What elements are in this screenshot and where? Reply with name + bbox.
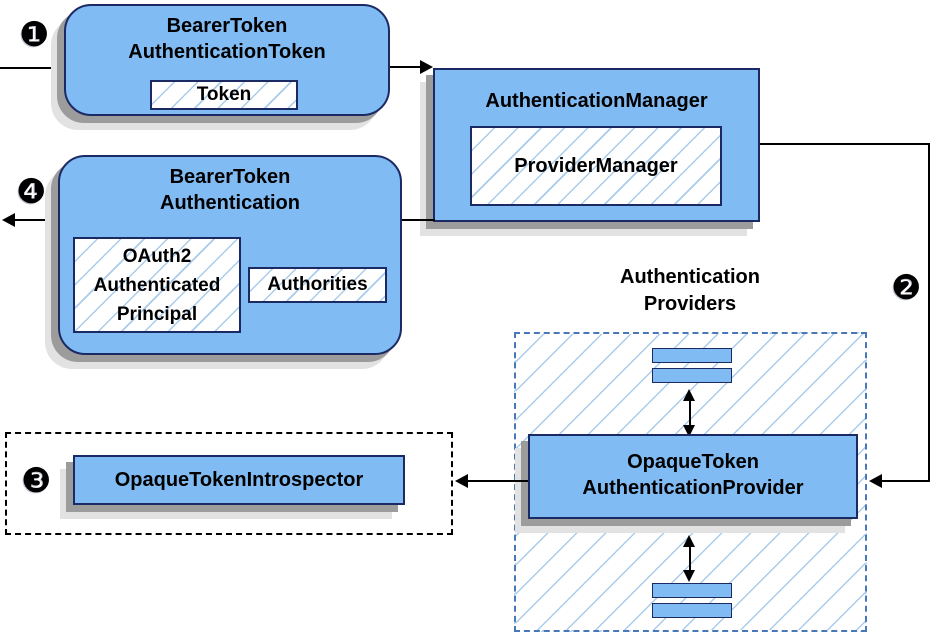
entry-connector-line (0, 67, 64, 69)
node-title-line: OpaqueToken (627, 451, 759, 473)
label-line: Providers (643, 293, 737, 315)
inner-box-label: ProviderManager (514, 155, 678, 177)
inner-box-label-line: Authenticated (93, 274, 221, 296)
step-3-badge: ❸ (21, 461, 52, 501)
node-title-line: AuthenticationManager (485, 90, 708, 112)
node-title-line: OpaqueTokenIntrospector (114, 469, 364, 491)
inner-box-label-line: Principal (116, 303, 198, 325)
step-2-badge: ❷ (891, 268, 922, 308)
connector-manager-to-provider-segment-bottom (882, 480, 930, 482)
step-4-badge: ❹ (16, 172, 47, 212)
connector-authentication-out-line (13, 219, 58, 221)
provider-placeholder-rect (652, 348, 732, 363)
connector-manager-to-provider-segment-vertical (928, 143, 930, 482)
node-title-line: BearerToken (169, 166, 291, 188)
connector-token-to-manager-line (390, 66, 422, 68)
connector-manager-to-authentication-line (402, 219, 435, 221)
inner-box-provider-manager: ProviderManager (470, 126, 722, 206)
inner-box-oauth2-authenticated-principal: OAuth2 Authenticated Principal (73, 237, 241, 333)
node-title-line: Authentication (160, 192, 300, 214)
arrowhead-up-icon (683, 535, 695, 547)
provider-placeholder-rect (652, 368, 732, 383)
arrowhead-right-icon (420, 60, 433, 74)
inner-box-label: Token (196, 84, 252, 105)
inner-box-authorities: Authorities (248, 267, 387, 303)
arrowhead-left-icon (2, 213, 15, 227)
arrowhead-left-icon (869, 474, 882, 488)
node-title-line: AuthenticationToken (128, 41, 326, 63)
arrowhead-up-icon (683, 389, 695, 401)
step-1-badge: ❶ (19, 15, 50, 55)
connector-manager-to-provider-segment-top (760, 143, 930, 145)
bidirectional-arrow-line (689, 545, 691, 572)
label-line: Authentication (620, 266, 760, 288)
node-opaque-token-authentication-provider: OpaqueToken AuthenticationProvider (528, 434, 858, 519)
inner-box-label-line: OAuth2 (122, 245, 192, 267)
provider-placeholder-rect (652, 603, 732, 618)
bidirectional-arrow-line (689, 399, 691, 427)
inner-box-label: Authorities (267, 274, 368, 295)
authentication-providers-label: Authentication Providers (555, 264, 825, 318)
connector-provider-to-introspector-line (467, 480, 528, 482)
inner-box-token: Token (150, 80, 298, 110)
node-opaque-token-introspector: OpaqueTokenIntrospector (73, 455, 405, 505)
provider-placeholder-rect (652, 583, 732, 598)
arrowhead-down-icon (683, 570, 695, 582)
node-title-line: AuthenticationProvider (582, 477, 804, 499)
arrowhead-left-icon (455, 474, 468, 488)
node-title-line: BearerToken (166, 15, 288, 37)
